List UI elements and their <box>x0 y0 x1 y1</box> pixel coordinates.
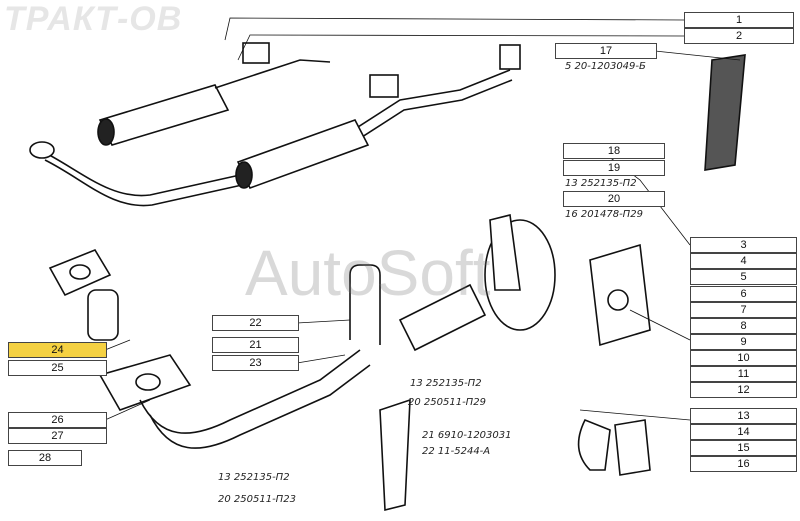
callout-17[interactable]: 17 <box>555 43 657 59</box>
callout-14[interactable]: 14 <box>690 424 797 440</box>
callout-22[interactable]: 22 <box>212 315 299 331</box>
callout-24-selected[interactable]: 24 <box>8 342 107 358</box>
part-number-label: 13 252135-П2 <box>565 178 637 189</box>
callout-23[interactable]: 23 <box>212 355 299 371</box>
part-number-label: 13 252135-П2 <box>218 472 290 483</box>
callout-25[interactable]: 25 <box>8 360 107 376</box>
callout-4[interactable]: 4 <box>690 253 797 269</box>
callout-6[interactable]: 6 <box>690 286 797 302</box>
callout-5[interactable]: 5 <box>690 269 797 285</box>
callout-27[interactable]: 27 <box>8 428 107 444</box>
callout-10[interactable]: 10 <box>690 350 797 366</box>
callout-20[interactable]: 20 <box>563 191 665 207</box>
watermark-overlay: AutoSoft <box>245 237 491 309</box>
callout-2[interactable]: 2 <box>684 28 794 44</box>
part-number-label: 21 6910-1203031 <box>422 430 512 441</box>
callout-7[interactable]: 7 <box>690 302 797 318</box>
callout-8[interactable]: 8 <box>690 318 797 334</box>
callout-3[interactable]: 3 <box>690 237 797 253</box>
callout-13[interactable]: 13 <box>690 408 797 424</box>
callout-1[interactable]: 1 <box>684 12 794 28</box>
part-number-label: 20 250511-П23 <box>218 494 296 505</box>
callout-18[interactable]: 18 <box>563 143 665 159</box>
callout-11[interactable]: 11 <box>690 366 797 382</box>
callout-21[interactable]: 21 <box>212 337 299 353</box>
callout-28[interactable]: 28 <box>8 450 82 466</box>
watermark: ТРАКТ-ОВ <box>4 0 183 38</box>
part-number-label: 16 201478-П29 <box>565 209 643 220</box>
callout-15[interactable]: 15 <box>690 440 797 456</box>
part-number-label: 20 250511-П29 <box>408 397 486 408</box>
part-number-label: 5 20-1203049-Б <box>565 61 646 72</box>
callout-9[interactable]: 9 <box>690 334 797 350</box>
part-number-label: 13 252135-П2 <box>410 378 482 389</box>
callout-26[interactable]: 26 <box>8 412 107 428</box>
callout-16[interactable]: 16 <box>690 456 797 472</box>
callout-12[interactable]: 12 <box>690 382 797 398</box>
callout-19[interactable]: 19 <box>563 160 665 176</box>
part-number-label: 22 11-5244-А <box>422 446 491 457</box>
